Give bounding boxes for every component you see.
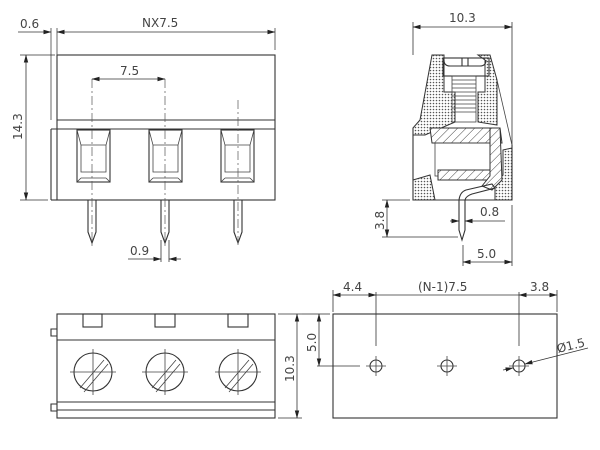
side-dim-depth-label: 10.3 <box>449 11 476 25</box>
pcb-hole-2 <box>437 356 457 376</box>
front-view: 0.6 NX7.5 7.5 14.3 0.9 <box>11 16 276 262</box>
pcb-holes <box>366 356 529 376</box>
screw-head-1 <box>70 349 116 395</box>
dim-overall-width-label: NX7.5 <box>142 16 178 30</box>
screw-thread <box>451 75 477 123</box>
top-tab-3 <box>227 313 249 328</box>
side-dim-pin-thickness-label: 0.8 <box>480 205 499 219</box>
pcb-dim-row-offset-label: 5.0 <box>305 333 319 352</box>
pin-2 <box>160 200 170 245</box>
dim-edge-offset-label: 0.6 <box>20 17 39 31</box>
pcb-dim-left-offset-label: 4.4 <box>343 280 362 294</box>
housing-left-section <box>412 54 456 136</box>
screw-heads <box>70 349 261 395</box>
dim-pitch-label: 7.5 <box>120 64 139 78</box>
pcb-dim-hole-diameter-label: Ø1.5 <box>555 335 586 355</box>
dim-pin-width-label: 0.9 <box>130 244 149 258</box>
clamp-bottom <box>437 169 491 181</box>
side-pin <box>458 183 496 242</box>
clamp-top <box>429 127 503 144</box>
pcb-dim-right-offset-label: 3.8 <box>530 280 549 294</box>
wire-entry-cells <box>76 129 255 183</box>
housing-right-section <box>476 54 498 126</box>
top-tab-2 <box>154 313 176 328</box>
screw-head-2 <box>142 349 188 395</box>
dim-height-label: 14.3 <box>11 113 25 140</box>
pcb-layout-view: 4.4 (N-1)7.5 3.8 5.0 Ø1.5 <box>302 280 589 419</box>
pcb-hole-3 <box>509 356 529 376</box>
pcb-hole-1 <box>366 356 386 376</box>
side-view: 10.3 3.8 0.8 5.0 <box>373 11 513 266</box>
top-dim-depth-label: 10.3 <box>283 355 297 382</box>
top-tab-1 <box>82 313 103 328</box>
front-body-outline <box>56 54 276 201</box>
wire-entry-2 <box>148 129 183 183</box>
screw-head-3 <box>215 349 261 395</box>
pcb-dim-hole-span-label: (N-1)7.5 <box>418 280 467 294</box>
top-view: 10.3 <box>50 313 302 419</box>
side-dim-pin-offset-label: 5.0 <box>477 247 496 261</box>
pin-1 <box>87 200 97 245</box>
wire-entry-3 <box>220 129 255 183</box>
side-dim-pin-length-label: 3.8 <box>373 211 387 230</box>
wire-entry-1 <box>76 129 111 183</box>
